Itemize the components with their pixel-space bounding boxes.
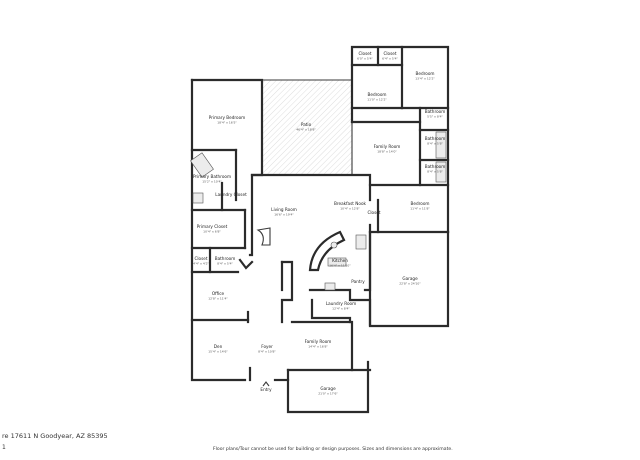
room-dim-bathroom-2: 8'4" x 5'8" (427, 142, 443, 146)
room-label-family-room-s: Family Room (305, 339, 332, 344)
room-dim-primary-bedroom: 18'4" x 16'5" (217, 121, 237, 125)
outer-wall-west-side (190, 78, 247, 382)
room-label-closet-a: Closet (358, 51, 371, 56)
room-label-laundry-room: Laundry Room (326, 301, 356, 306)
wall-family-s (290, 320, 354, 372)
room-label-pantry: Pantry (351, 279, 365, 284)
kitchen-island (308, 230, 346, 272)
address-caption: re 17611 N Goodyear, AZ 85395 1 (2, 432, 108, 451)
room-label-closet-w: Closet (194, 256, 207, 261)
entry-arrow-icon (262, 381, 270, 387)
room-label-kitchen: Kitchen (332, 258, 348, 263)
stair-icon (355, 234, 367, 250)
washer-icon (192, 192, 204, 204)
garage-s-walls (286, 360, 370, 414)
room-label-patio: Patio (301, 122, 312, 127)
room-label-breakfast-nook: Breakfast Nook (334, 201, 367, 206)
address-text: 17611 N Goodyear, AZ 85395 (10, 432, 108, 440)
room-dim-family-room-s: 14'4" x 16'8" (308, 345, 328, 349)
wall-laundry-room (310, 298, 352, 324)
room-label-bedroom-n: Bedroom (368, 92, 387, 97)
room-label-bathroom-1: Bathroom (425, 109, 446, 114)
room-label-closet-e: Closet (367, 210, 380, 215)
room-label-bedroom-ne: Bedroom (416, 71, 435, 76)
garage-e-walls (368, 230, 450, 328)
fireplace-icon (256, 227, 271, 246)
room-dim-patio: 46'4" x 18'8" (296, 128, 316, 132)
room-dim-bathroom-1: 5'5" x 8'4" (427, 115, 443, 119)
room-dim-primary-closet: 10'4" x 6'8" (203, 230, 221, 234)
room-dim-primary-bathroom: 15'2" x 10'4" (202, 180, 222, 184)
vanity-icon-2 (435, 161, 447, 183)
room-label-den: Den (214, 344, 223, 349)
room-label-closet-b: Closet (383, 51, 396, 56)
bathtub-icon (190, 152, 214, 178)
footer-sub: 1 (2, 444, 6, 451)
room-label-foyer: Foyer (261, 344, 273, 349)
room-label-entry: Entry (260, 387, 272, 392)
room-label-garage-e: Garage (402, 276, 418, 281)
kitchen-counter (327, 257, 347, 267)
room-dim-bathroom-w: 8'4" x 5'4" (217, 262, 233, 266)
room-dim-office: 12'8" x 11'4" (208, 297, 228, 301)
room-label-family-room-n: Family Room (374, 144, 401, 149)
vanity-icon (435, 131, 447, 159)
wall-breakfast (250, 173, 372, 202)
room-dim-closet-a: 6'0" x 5'4" (357, 57, 373, 61)
room-dim-kitchen: 16'4" x 11'10" (329, 264, 351, 268)
room-dim-bathroom-3: 8'4" x 5'8" (427, 170, 443, 174)
room-label-bathroom-2: Bathroom (425, 136, 446, 141)
room-label-bathroom-w: Bathroom (215, 256, 236, 261)
room-dim-closet-b: 6'4" x 5'4" (382, 57, 398, 61)
room-dim-foyer: 8'4" x 10'8" (258, 350, 276, 354)
room-label-bedroom-e: Bedroom (411, 201, 430, 206)
room-label-garage-s: Garage (320, 386, 336, 391)
room-label-living-room: Living Room (271, 207, 297, 212)
room-label-office: Office (212, 291, 225, 296)
room-dim-den: 15'4" x 14'6" (208, 350, 228, 354)
sink-icon (330, 241, 338, 249)
room-label-primary-closet: Primary Closet (197, 224, 228, 229)
disclaimer-text: Floor plans/Tour cannot be used for buil… (213, 447, 453, 452)
room-dim-living-room: 16'6" x 19'4" (274, 213, 294, 217)
room-label-bathroom-3: Bathroom (425, 164, 446, 169)
wall-bath-door (238, 258, 254, 270)
east-wing-outer (350, 45, 450, 234)
room-dim-breakfast-nook: 10'4" x 12'8" (340, 207, 360, 211)
room-dim-bedroom-ne: 13'4" x 12'2" (415, 77, 435, 81)
room-dim-bedroom-n: 11'0" x 12'2" (367, 98, 387, 102)
room-dim-garage-e: 22'8" x 24'10" (399, 282, 421, 286)
room-dim-bedroom-e: 11'4" x 11'8" (410, 207, 430, 211)
room-dim-family-room-n: 18'8" x 14'0" (377, 150, 397, 154)
room-label-laundry-closet: Laundry Closet (215, 192, 247, 197)
room-dim-garage-s: 21'0" x 17'6" (318, 392, 338, 396)
dryer-icon (324, 282, 336, 291)
room-label-primary-bathroom: Primary Bathroom (193, 174, 231, 179)
address-prefix: re (2, 432, 9, 440)
room-dim-closet-w: 4'4" x 4'2" (193, 262, 209, 266)
room-dim-laundry-room: 12'4" x 8'4" (332, 307, 350, 311)
wall-foyer-right (280, 260, 294, 324)
patio-area (262, 80, 352, 175)
room-label-primary-bedroom: Primary Bedroom (209, 115, 245, 120)
